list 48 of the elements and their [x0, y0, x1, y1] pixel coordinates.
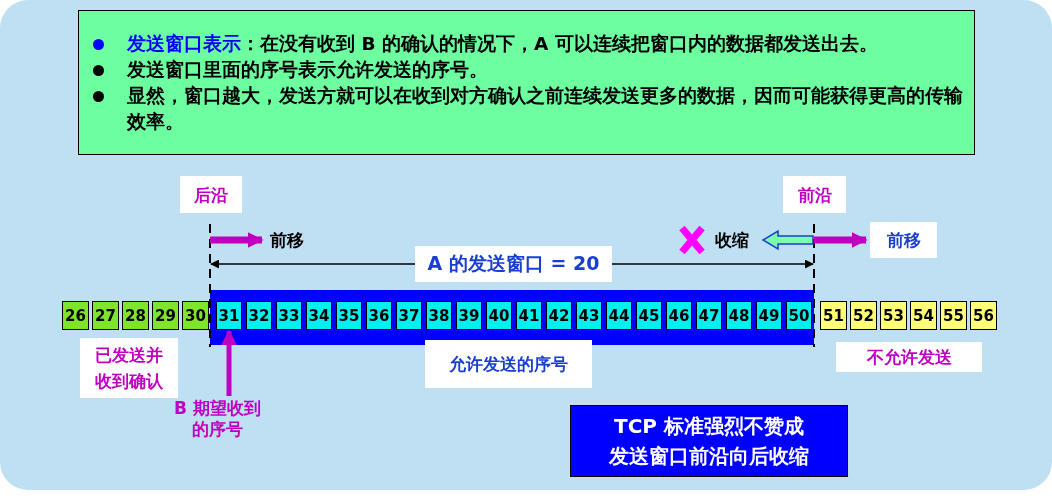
sequence-cell: 51 [820, 301, 847, 330]
bullet-text: 发送窗口里面的序号表示允许发送的序号。 [127, 58, 488, 80]
sequence-cell: 33 [276, 301, 302, 330]
arrow [221, 329, 237, 396]
sequence-cell: 53 [880, 301, 907, 330]
label-box: 前沿 [783, 176, 846, 213]
label-box: 允许发送的序号 [425, 340, 592, 388]
sequence-cell: 34 [306, 301, 332, 330]
sequence-cell: 41 [516, 301, 542, 330]
window-bar [210, 290, 814, 345]
sequence-cell: 40 [486, 301, 512, 330]
sequence-cell: 30 [182, 301, 209, 330]
sequence-cell: 55 [940, 301, 967, 330]
sequence-cell: 56 [970, 301, 997, 330]
sequence-cell: 26 [62, 301, 89, 330]
sequence-cell: 47 [696, 301, 722, 330]
sequence-cell: 37 [396, 301, 422, 330]
label-box: 已发送并收到确认 [80, 338, 178, 398]
bullet-text: 显然，窗口越大，发送方就可以在收到对方确认之前连续发送更多的数据，因而可能获得更高的传输效率。 [127, 84, 963, 132]
sequence-cell: 48 [726, 301, 752, 330]
sequence-cell: 54 [910, 301, 937, 330]
bullet-text: 发送窗口表示：在没有收到 B 的确认的情况下，A 可以连续把窗口内的数据都发送出去。 [127, 32, 878, 54]
label-box: 后沿 [180, 176, 242, 213]
sequence-cell: 36 [366, 301, 392, 330]
dimension-label: A 的发送窗口 = 20 [415, 246, 612, 282]
sequence-cell: 46 [666, 301, 692, 330]
sequence-cell: 49 [756, 301, 782, 330]
sequence-cell: 35 [336, 301, 362, 330]
sequence-cell: 29 [152, 301, 179, 330]
label-box: 前移 [870, 222, 937, 258]
label-box: 不允许发送 [836, 342, 982, 372]
sequence-cell: 39 [456, 301, 482, 330]
sequence-cell: 27 [92, 301, 119, 330]
sequence-cell: 50 [786, 301, 812, 330]
sequence-cell: 43 [576, 301, 602, 330]
sequence-cell: 45 [636, 301, 662, 330]
direction-label: 收缩 [715, 229, 749, 252]
info-panel [78, 10, 975, 155]
direction-label: 前移 [270, 229, 304, 252]
sequence-cell: 31 [216, 301, 242, 330]
sequence-cell: 44 [606, 301, 632, 330]
sequence-cell: 38 [426, 301, 452, 330]
sequence-cell: 32 [246, 301, 272, 330]
sequence-cell: 42 [546, 301, 572, 330]
sequence-cell: 52 [850, 301, 877, 330]
sequence-cell: 28 [122, 301, 149, 330]
annotation-text: B 期望收到的序号 [150, 396, 285, 442]
note-box: TCP 标准强烈不赞成发送窗口前沿向后收缩 [570, 405, 848, 477]
